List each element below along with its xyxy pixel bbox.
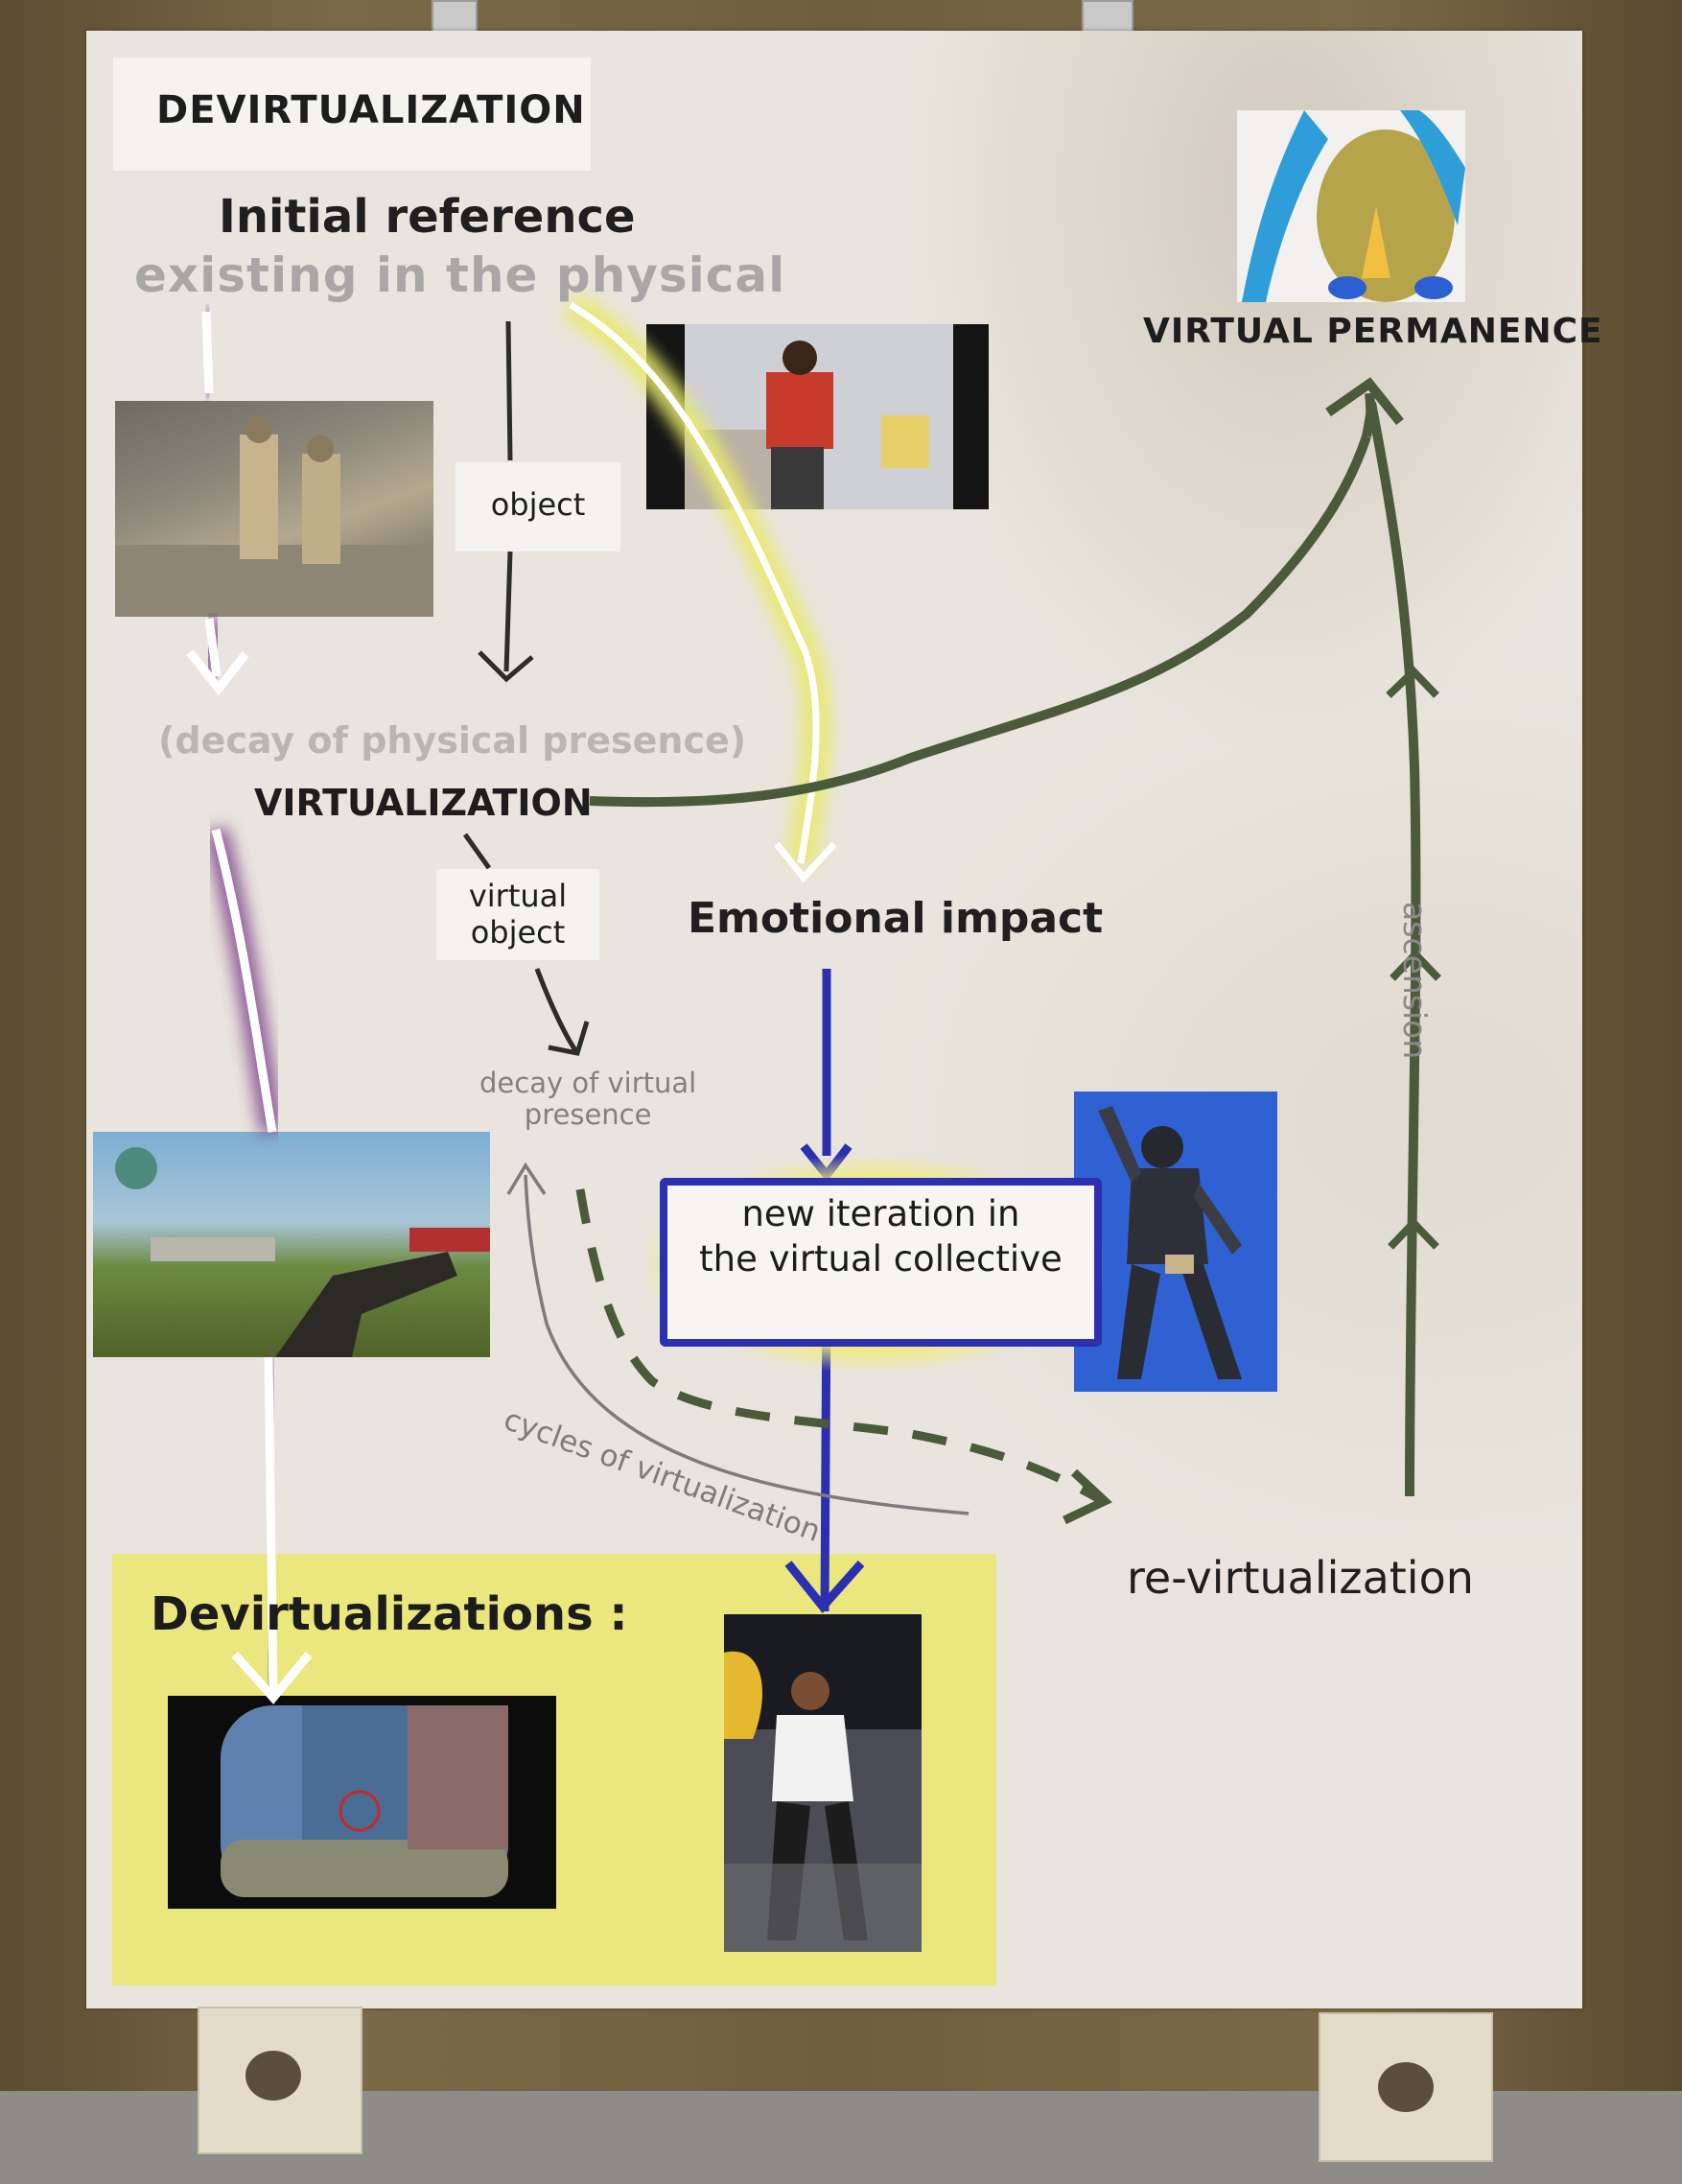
- decay-virtual-label: decay of virtual presence: [479, 1068, 696, 1131]
- object-label-box: [456, 462, 620, 552]
- virtual-object-line1: virtual: [468, 878, 568, 914]
- new-iteration-line1: new iteration in: [741, 1193, 1020, 1234]
- support-brick-right: [1319, 2012, 1493, 2162]
- devirtualizations-heading: Devirtualizations :: [151, 1587, 628, 1641]
- ascension-label: ascension: [1396, 902, 1434, 1060]
- title-box: [113, 58, 591, 171]
- virtual-object-line2: object: [470, 914, 566, 951]
- re-virtualization-label: re-virtualization: [1127, 1552, 1474, 1604]
- object-label: object: [490, 486, 586, 523]
- soldiers-painting-image: [115, 401, 433, 617]
- new-iteration-label: new iteration in the virtual collective: [660, 1191, 1102, 1281]
- new-iteration-box: [660, 1178, 1102, 1347]
- dancing-armored-figure-image: [1074, 1092, 1277, 1392]
- initial-reference-subheading: existing in the physical: [134, 247, 786, 303]
- virtual-permanence-label: VIRTUAL PERMANENCE: [1143, 312, 1603, 351]
- top-clip-right: [1082, 0, 1133, 36]
- cartoon-horse-praying-image: [1237, 110, 1465, 302]
- virtual-object-box: [436, 869, 599, 960]
- virtualization-label: VIRTUALIZATION: [254, 782, 593, 824]
- scope-view-game-scene-image: [168, 1696, 556, 1909]
- decay-virtual-line2: presence: [524, 1098, 652, 1131]
- decay-physical-label: (decay of physical presence): [158, 719, 747, 762]
- support-brick-left: [198, 2007, 362, 2154]
- new-iteration-line2: the virtual collective: [699, 1238, 1063, 1280]
- decay-virtual-line1: decay of virtual: [479, 1067, 697, 1099]
- diagram-title: DEVIRTUALIZATION: [156, 88, 586, 132]
- virtual-object-label: virtual object: [436, 878, 599, 951]
- dancing-man-white-shirt-image: [724, 1614, 922, 1952]
- game-scene-with-rifle-image: [93, 1132, 490, 1357]
- initial-reference-heading: Initial reference: [219, 190, 636, 244]
- emotional-impact-label: Emotional impact: [688, 894, 1104, 943]
